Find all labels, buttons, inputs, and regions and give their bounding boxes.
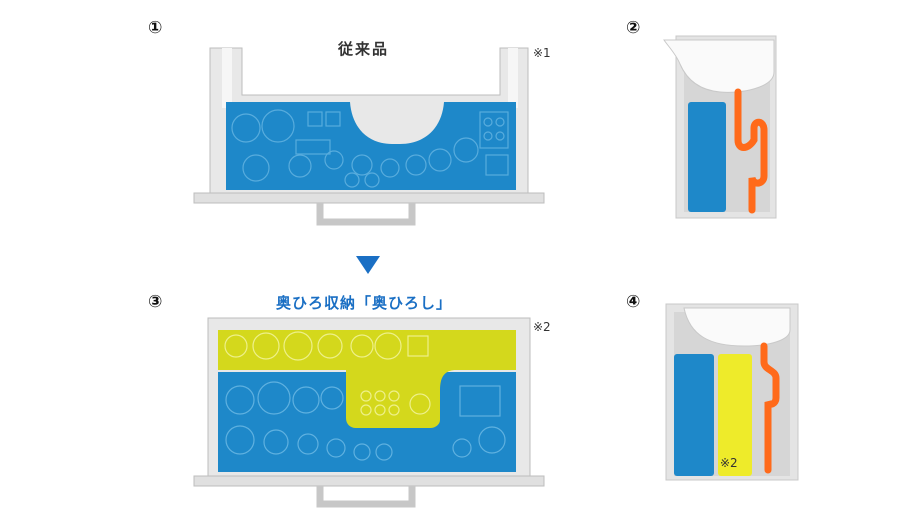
new-cabinet <box>665 303 799 481</box>
upper-storage-box <box>718 354 752 476</box>
conventional-cabinet <box>663 35 777 219</box>
panel-1-note: ※1 <box>533 46 551 60</box>
upper-storage-area <box>218 330 516 428</box>
panel-1-title: 従来品 <box>338 40 390 58</box>
compact-drain-pipe <box>760 342 780 474</box>
panel-4-note: ※2 <box>720 456 738 470</box>
conventional-storage-box <box>688 102 726 212</box>
panel-4-number: ④ <box>626 292 641 312</box>
conventional-drawer <box>193 47 545 226</box>
panel-3-title: 奥ひろ収納「奥ひろし」 <box>276 294 453 312</box>
new-drawer <box>193 317 545 508</box>
lower-storage-box <box>674 354 714 476</box>
panel-3-note: ※2 <box>533 320 551 334</box>
drain-pipe <box>734 88 768 214</box>
panel-3-number: ③ <box>148 292 163 312</box>
panel-1-number: ① <box>148 18 163 38</box>
conventional-storage-area <box>226 102 516 190</box>
down-arrow-icon <box>356 256 380 274</box>
panel-2-number: ② <box>626 18 641 38</box>
